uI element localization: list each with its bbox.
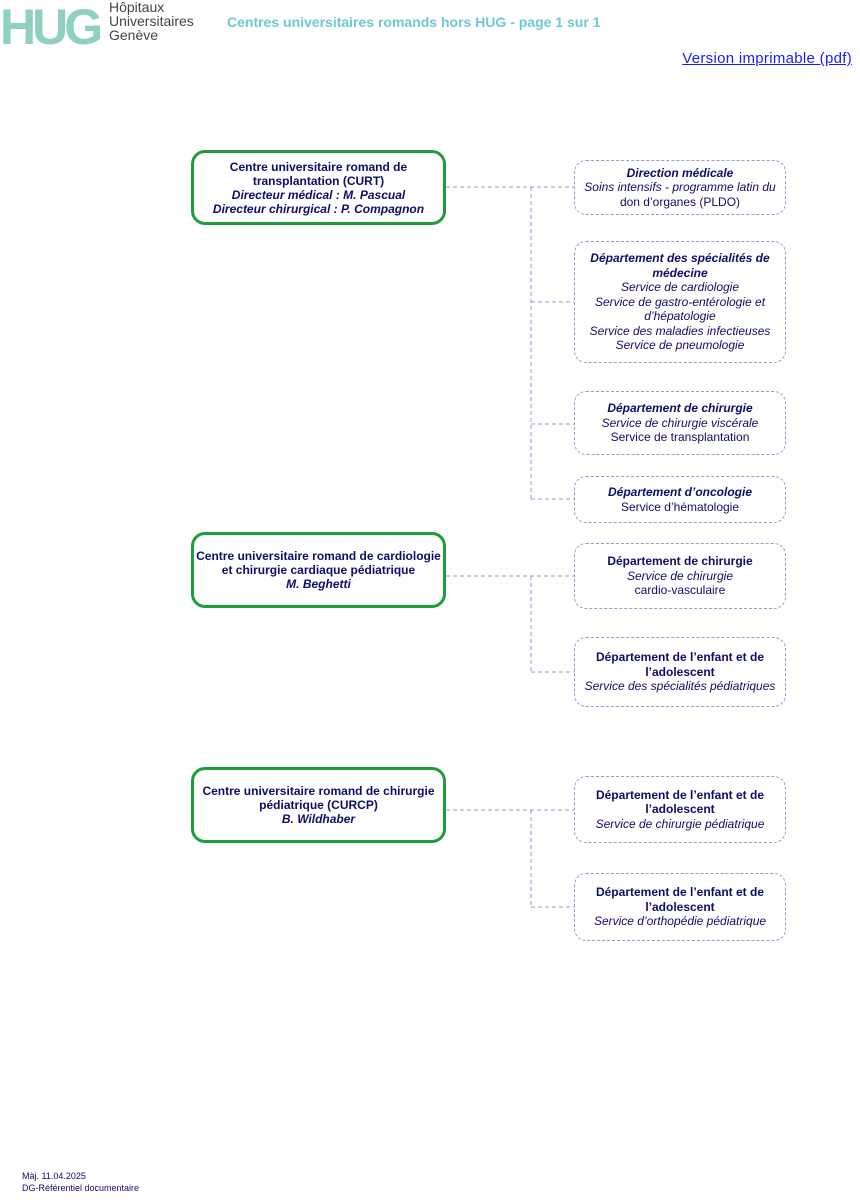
dept-service: Service de chirurgie pédiatrique xyxy=(595,816,765,831)
dept-service: Service de pneumologie xyxy=(615,338,745,353)
dept-title: Département de l’enfant et de xyxy=(595,885,765,900)
dept-service: Service de cardiologie xyxy=(620,280,740,295)
dept-service: don d’organes (PLDO) xyxy=(619,194,741,209)
dept-title: Département de chirurgie xyxy=(607,401,753,416)
centre-director: M. Beghetti xyxy=(286,577,351,591)
dept-box-oncologie[interactable]: Département d’oncologie Service d’hémato… xyxy=(574,476,786,523)
dept-service: Service de chirurgie viscérale xyxy=(601,415,759,430)
dept-title: l’adolescent xyxy=(645,899,715,914)
dept-title: Département d’oncologie xyxy=(607,485,753,499)
centre-title: pédiatrique (CURCP) xyxy=(259,798,378,812)
centre-title: Centre universitaire romand de xyxy=(229,159,408,174)
centre-title: Centre universitaire romand de chirurgie xyxy=(202,784,435,798)
dept-box-direction-medicale[interactable]: Direction médicale Soins intensifs - pro… xyxy=(574,160,786,215)
dept-title: Département de l’enfant et de xyxy=(595,650,765,665)
print-version-link[interactable]: Version imprimable (pdf) xyxy=(682,50,852,67)
centre-title: transplantation (CURT) xyxy=(252,173,385,188)
dept-title: Département de l’enfant et de xyxy=(595,787,765,802)
dept-box-chirurgie[interactable]: Département de chirurgie Service de chir… xyxy=(574,391,786,455)
dept-service: Service de gastro-entérologie et xyxy=(594,294,766,309)
dept-title: Direction médicale xyxy=(626,165,734,180)
dept-service: Service des spécialités pédiatriques xyxy=(584,679,776,694)
dept-service: d’hépatologie xyxy=(644,309,716,324)
logo-line: Hôpitaux xyxy=(109,0,165,15)
centre-title: et chirurgie cardiaque pédiatrique xyxy=(221,563,416,577)
dept-title: l’adolescent xyxy=(645,664,715,679)
dept-service: Service d’hématologie xyxy=(620,499,740,514)
dept-service: Service de chirurgie xyxy=(626,568,734,583)
dept-service: Service d’orthopédie pédiatrique xyxy=(593,914,767,929)
dept-title: l’adolescent xyxy=(645,802,715,817)
logo-line: Universitaires xyxy=(109,13,194,29)
dept-title: Département des spécialités de xyxy=(590,251,770,266)
hug-logo: HUG Hôpitaux Universitaires Genève xyxy=(0,0,200,48)
centre-box-curcp[interactable]: Centre universitaire romand de chirurgie… xyxy=(191,767,446,843)
dept-service: Soins intensifs - programme latin du xyxy=(584,180,776,195)
centre-box-curt[interactable]: Centre universitaire romand de transplan… xyxy=(191,150,446,225)
centre-director: Directeur médical : M. Pascual xyxy=(231,187,406,202)
dept-box-chirurgie-cardio[interactable]: Département de chirurgie Service de chir… xyxy=(574,543,786,609)
dept-service: Service des maladies infectieuses xyxy=(589,323,771,338)
dept-title: médecine xyxy=(652,265,708,280)
hug-logo-mark: HUG xyxy=(0,0,100,48)
dept-title: Département de chirurgie xyxy=(607,554,753,569)
dept-box-enfant-adolescent[interactable]: Département de l’enfant et de l’adolesce… xyxy=(574,776,786,843)
footer-date: Màj. 11.04.2025 xyxy=(22,1171,86,1181)
logo-wordmark: Hôpitaux Universitaires Genève xyxy=(109,0,209,42)
footer-source: DG-Référentiel documentaire xyxy=(22,1183,140,1193)
logo-letters: HUG xyxy=(0,0,100,48)
dept-service: cardio-vasculaire xyxy=(634,583,726,598)
dept-box-specialites-medecine[interactable]: Département des spécialités de médecine … xyxy=(574,241,786,363)
logo-line: Genève xyxy=(109,27,159,43)
dept-service: Service de transplantation xyxy=(610,430,750,445)
dept-box-enfant-adolescent[interactable]: Département de l’enfant et de l’adolesce… xyxy=(574,637,786,707)
centre-title: Centre universitaire romand de cardiolog… xyxy=(196,549,441,563)
centre-director: Directeur chirurgical : P. Compagnon xyxy=(212,201,425,216)
centre-director: B. Wildhaber xyxy=(281,812,356,826)
centre-box-cardiologie[interactable]: Centre universitaire romand de cardiolog… xyxy=(191,532,446,608)
dept-box-enfant-adolescent[interactable]: Département de l’enfant et de l’adolesce… xyxy=(574,873,786,941)
page-title: Centres universitaires romands hors HUG … xyxy=(227,14,601,30)
footer: Màj. 11.04.2025 DG-Référentiel documenta… xyxy=(22,1170,139,1194)
